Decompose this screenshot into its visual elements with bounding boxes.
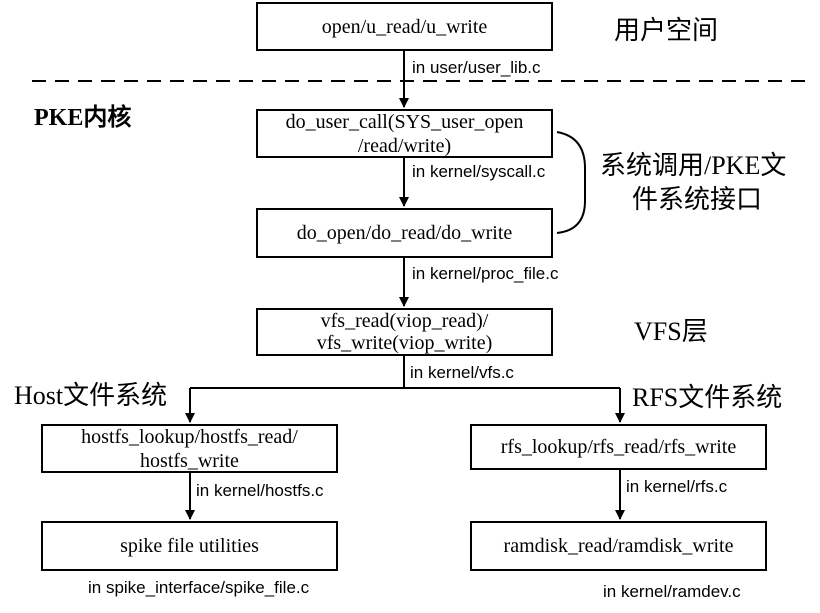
user-lib-label: in user/user_lib.c — [412, 58, 541, 77]
hostfs-line2: hostfs_write — [140, 449, 239, 472]
syscall-interface-label-2: 件系统接口 — [632, 185, 763, 214]
rfs-file-label: in kernel/rfs.c — [626, 477, 728, 496]
vfs-file-label: in kernel/vfs.c — [410, 363, 514, 382]
hostfs-line1: hostfs_lookup/hostfs_read/ — [81, 425, 298, 448]
rfs-label: RFS文件系统 — [632, 383, 783, 412]
ramdev-file-label: in kernel/ramdev.c — [603, 582, 741, 601]
vfs-layer-label: VFS层 — [634, 317, 708, 346]
do-user-call-line1: do_user_call(SYS_user_open — [285, 110, 524, 133]
user-space-label: 用户空间 — [614, 16, 719, 45]
hostfs-box: hostfs_lookup/hostfs_read/ hostfs_write — [41, 424, 338, 473]
syscall-label: in kernel/syscall.c — [412, 162, 546, 181]
ramdisk-box: ramdisk_read/ramdisk_write — [470, 521, 767, 571]
hostfs-file-label: in kernel/hostfs.c — [196, 481, 324, 500]
interface-brace — [556, 131, 586, 234]
do-open-text: do_open/do_read/do_write — [296, 222, 513, 244]
spike-text: spike file utilities — [120, 535, 259, 557]
do-open-box: do_open/do_read/do_write — [256, 208, 553, 258]
user-call-text: open/u_read/u_write — [321, 15, 488, 38]
vfs-line2: vfs_write(viop_write) — [316, 332, 493, 354]
spike-box: spike file utilities — [41, 521, 338, 571]
vfs-box: vfs_read(viop_read)/ vfs_write(viop_writ… — [256, 308, 553, 356]
user-call-box: open/u_read/u_write — [256, 2, 553, 51]
vfs-line1: vfs_read(viop_read)/ — [320, 310, 489, 332]
ramdisk-text: ramdisk_read/ramdisk_write — [503, 535, 734, 557]
do-user-call-line2: /read/write) — [357, 134, 452, 157]
pke-kernel-label: PKE内核 — [34, 105, 132, 131]
do-user-call-box: do_user_call(SYS_user_open /read/write) — [256, 109, 553, 158]
spike-file-label: in spike_interface/spike_file.c — [88, 578, 310, 597]
syscall-interface-label-1: 系统调用/PKE文 — [600, 151, 787, 180]
rfs-box: rfs_lookup/rfs_read/rfs_write — [470, 424, 767, 470]
rfs-text: rfs_lookup/rfs_read/rfs_write — [500, 436, 737, 458]
host-fs-label: Host文件系统 — [14, 381, 168, 410]
proc-file-label: in kernel/proc_file.c — [412, 264, 559, 283]
